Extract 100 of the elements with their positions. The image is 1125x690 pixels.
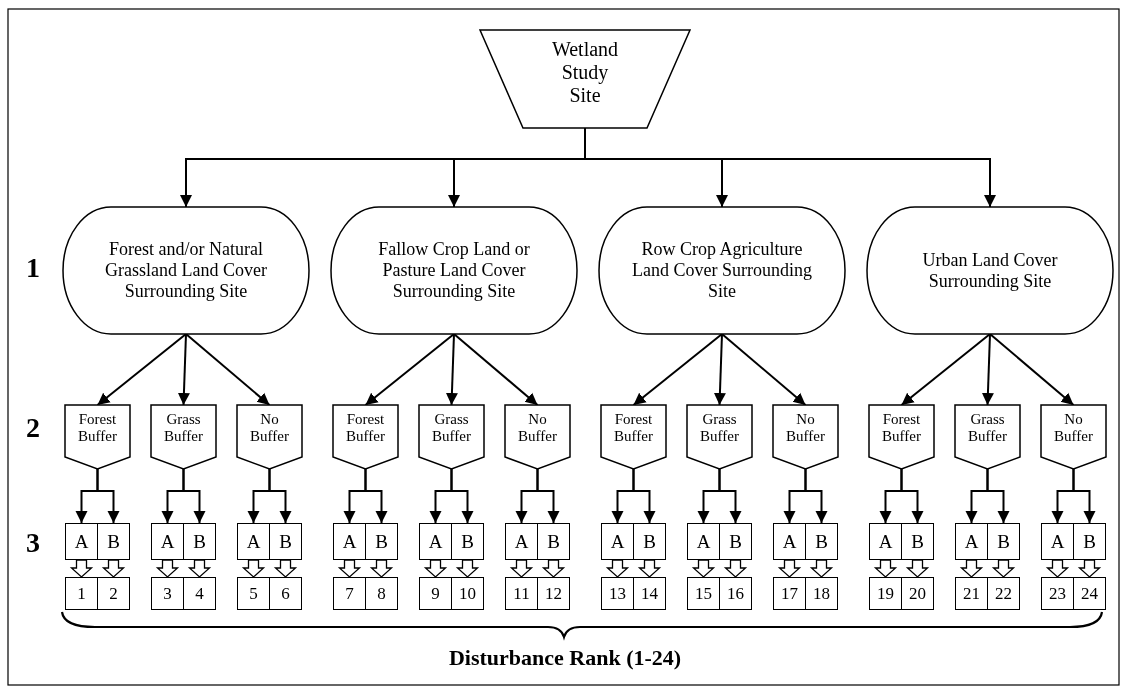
node-label: Forest and/or Natural Grassland Land Cover Surrounding Site bbox=[104, 239, 268, 302]
rounded-box bbox=[867, 207, 1113, 334]
arrow bbox=[536, 468, 560, 524]
row-number: 1 bbox=[26, 252, 40, 284]
block-arrow bbox=[637, 559, 662, 578]
pentagon-box bbox=[505, 405, 570, 469]
rank-box: 17 bbox=[773, 577, 806, 610]
trapezoid-box bbox=[480, 30, 690, 128]
category-box: A bbox=[1041, 523, 1074, 560]
rank-box: 9 bbox=[419, 577, 452, 610]
rank-box: 23 bbox=[1041, 577, 1074, 610]
block-arrow bbox=[273, 559, 298, 578]
node-label: Forest Buffer bbox=[77, 411, 118, 446]
arrow bbox=[445, 333, 458, 406]
row-number: 3 bbox=[26, 527, 40, 559]
category-box: B bbox=[633, 523, 666, 560]
arrow bbox=[268, 468, 292, 524]
node-label: Grass Buffer bbox=[163, 411, 204, 446]
category-box: B bbox=[97, 523, 130, 560]
block-arrow bbox=[509, 559, 534, 578]
block-arrow bbox=[155, 559, 180, 578]
block-arrow bbox=[187, 559, 212, 578]
pentagon-box bbox=[955, 405, 1020, 469]
node-label: No Buffer bbox=[1053, 411, 1094, 446]
category-box: A bbox=[237, 523, 270, 560]
arrow bbox=[182, 468, 206, 524]
arrow bbox=[900, 468, 924, 524]
arrow bbox=[981, 333, 994, 406]
arrow bbox=[185, 333, 271, 406]
block-arrow bbox=[809, 559, 834, 578]
pentagon-box bbox=[601, 405, 666, 469]
axis-caption: Disturbance Rank (1-24) bbox=[448, 645, 682, 671]
node-label: Fallow Crop Land or Pasture Land Cover Surrounding Site bbox=[377, 239, 531, 302]
arrow bbox=[1072, 468, 1096, 524]
category-box: A bbox=[419, 523, 452, 560]
block-arrow bbox=[455, 559, 480, 578]
block-arrow bbox=[723, 559, 748, 578]
category-box: B bbox=[719, 523, 752, 560]
rounded-box bbox=[331, 207, 577, 334]
rank-box: 12 bbox=[537, 577, 570, 610]
arrow bbox=[713, 333, 726, 406]
category-box: B bbox=[987, 523, 1020, 560]
block-arrow bbox=[873, 559, 898, 578]
pentagon-box bbox=[687, 405, 752, 469]
category-box: B bbox=[365, 523, 398, 560]
node-label: Grass Buffer bbox=[699, 411, 740, 446]
pentagon-box bbox=[1041, 405, 1106, 469]
arrow bbox=[96, 468, 120, 524]
block-arrow bbox=[959, 559, 984, 578]
category-box: A bbox=[869, 523, 902, 560]
node-label: Forest Buffer bbox=[881, 411, 922, 446]
node-label: Urban Land Cover Surrounding Site bbox=[921, 249, 1059, 292]
category-box: A bbox=[333, 523, 366, 560]
pentagon-box bbox=[333, 405, 398, 469]
category-box: B bbox=[901, 523, 934, 560]
rank-box: 14 bbox=[633, 577, 666, 610]
rank-box: 20 bbox=[901, 577, 934, 610]
rank-box: 16 bbox=[719, 577, 752, 610]
rank-box: 3 bbox=[151, 577, 184, 610]
node-label: Wetland Study Site bbox=[550, 38, 620, 107]
rank-box: 24 bbox=[1073, 577, 1106, 610]
pentagon-box bbox=[773, 405, 838, 469]
rank-box: 2 bbox=[97, 577, 130, 610]
arrow bbox=[450, 468, 474, 524]
node-label: No Buffer bbox=[249, 411, 290, 446]
rank-box: 18 bbox=[805, 577, 838, 610]
block-arrow bbox=[1045, 559, 1070, 578]
rank-box: 15 bbox=[687, 577, 720, 610]
block-arrow bbox=[691, 559, 716, 578]
arrow bbox=[718, 468, 742, 524]
block-arrow bbox=[69, 559, 94, 578]
arrow bbox=[364, 468, 388, 524]
category-box: A bbox=[505, 523, 538, 560]
category-box: A bbox=[151, 523, 184, 560]
node-label: Row Crop Agriculture Land Cover Surrounding Site bbox=[631, 239, 813, 302]
pentagon-box bbox=[869, 405, 934, 469]
arrow bbox=[177, 333, 190, 406]
node-label: Forest Buffer bbox=[613, 411, 654, 446]
arrow bbox=[804, 468, 828, 524]
node-label: Grass Buffer bbox=[967, 411, 1008, 446]
rank-box: 19 bbox=[869, 577, 902, 610]
rank-box: 6 bbox=[269, 577, 302, 610]
rounded-box bbox=[599, 207, 845, 334]
row-number: 2 bbox=[26, 412, 40, 444]
block-arrow bbox=[241, 559, 266, 578]
rank-box: 13 bbox=[601, 577, 634, 610]
category-box: B bbox=[451, 523, 484, 560]
block-arrow bbox=[905, 559, 930, 578]
pentagon-box bbox=[419, 405, 484, 469]
rounded-box bbox=[63, 207, 309, 334]
pentagon-box bbox=[237, 405, 302, 469]
node-label: No Buffer bbox=[517, 411, 558, 446]
arrow bbox=[989, 333, 1075, 406]
rank-box: 8 bbox=[365, 577, 398, 610]
rank-box: 10 bbox=[451, 577, 484, 610]
category-box: A bbox=[601, 523, 634, 560]
rank-box: 7 bbox=[333, 577, 366, 610]
arrow bbox=[986, 468, 1010, 524]
category-box: B bbox=[805, 523, 838, 560]
rank-box: 11 bbox=[505, 577, 538, 610]
